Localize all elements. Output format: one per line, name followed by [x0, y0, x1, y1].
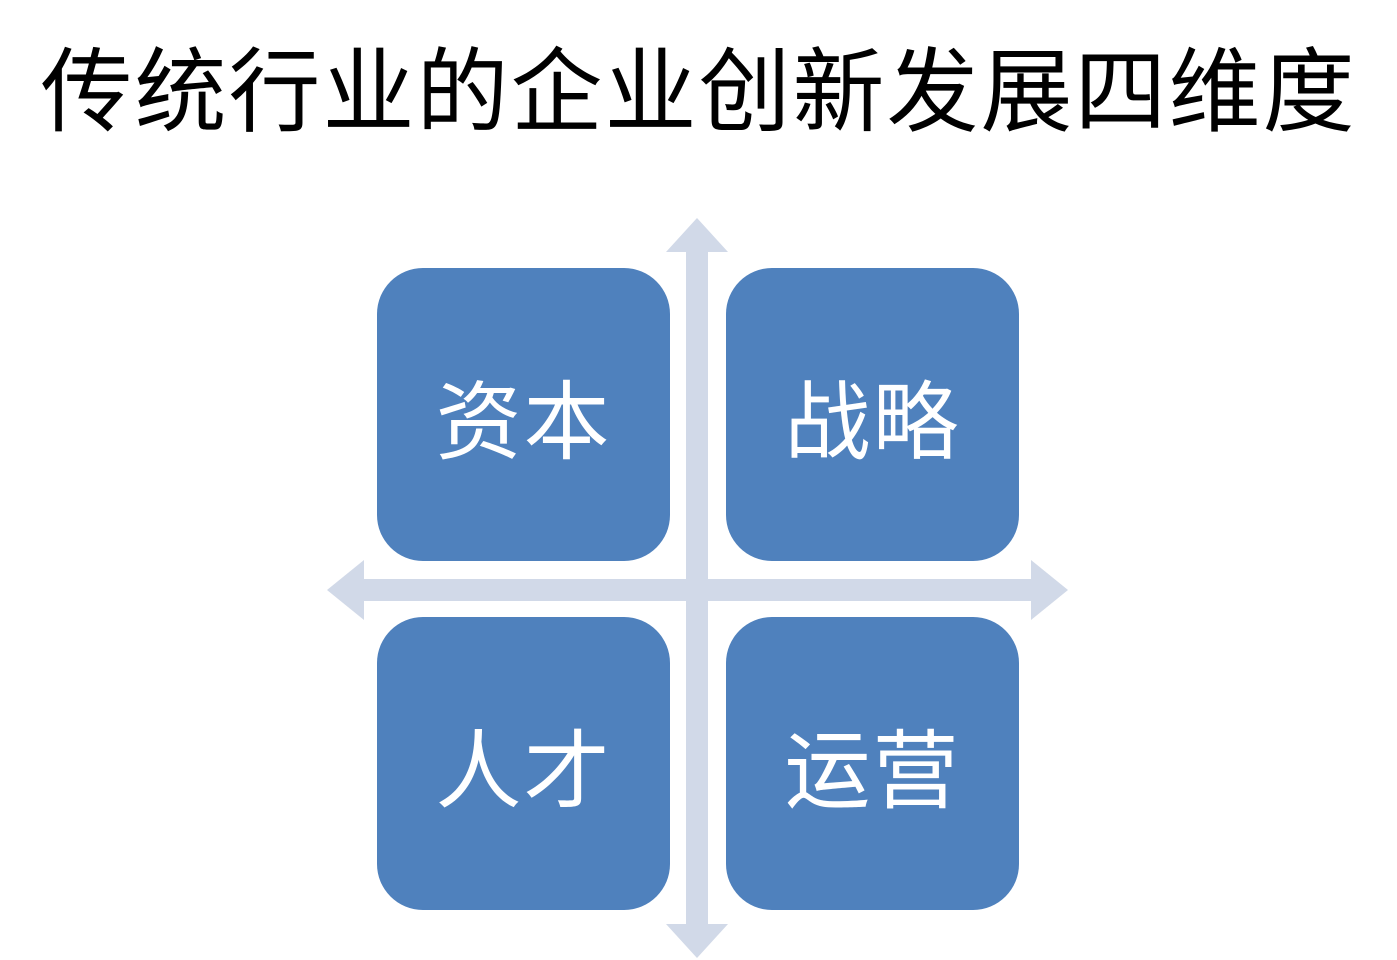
quadrant-label: 资本: [435, 373, 612, 473]
quadrant-talent: 人才: [377, 617, 670, 910]
diagram-title: 传统行业的企业创新发展四维度: [40, 39, 1357, 146]
horizontal-axis-arrow: [327, 560, 1068, 620]
quadrant-label: 人才: [435, 722, 612, 822]
quadrant-label: 战略: [784, 373, 961, 473]
quadrant-operations: 运营: [726, 617, 1019, 910]
quadrant-capital: 资本: [377, 268, 670, 561]
quadrant-label: 运营: [784, 722, 961, 822]
quadrant-strategy: 战略: [726, 268, 1019, 561]
